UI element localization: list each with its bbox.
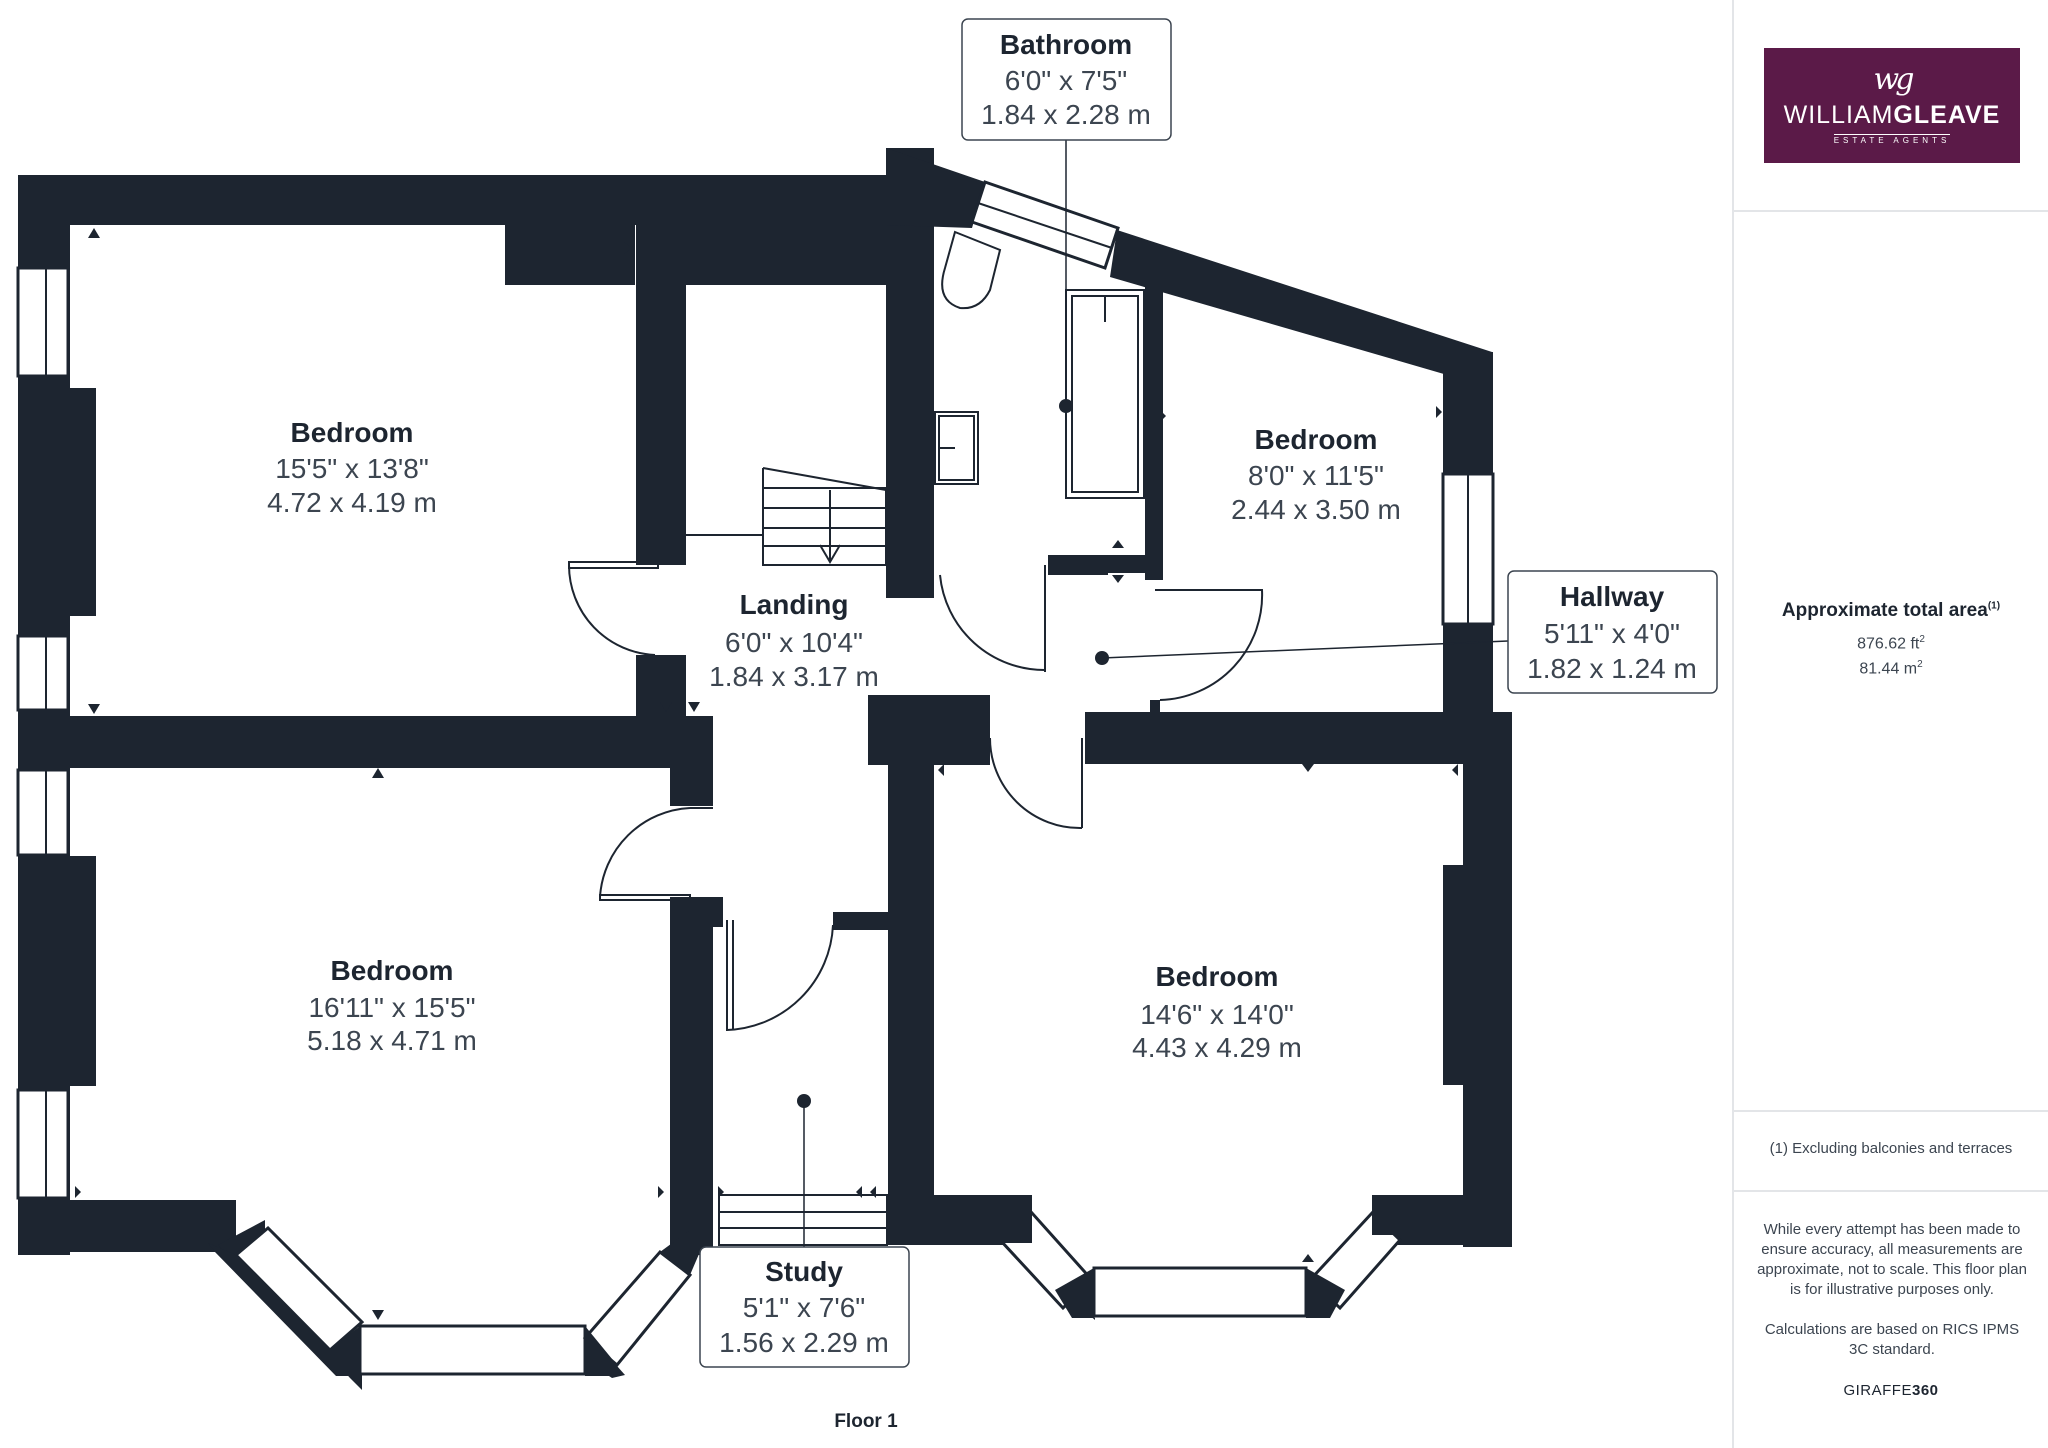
study-steps [718, 1194, 888, 1246]
room-name: Hallway [1560, 581, 1665, 612]
room-dim-imperial: 14'6" x 14'0" [1140, 999, 1294, 1030]
study-marker [797, 1094, 811, 1108]
floor-plan: Bedroom 15'5" x 13'8" 4.72 x 4.19 m Bath… [16, 18, 1718, 1432]
room-hallway: Hallway 5'11" x 4'0" 1.82 x 1.24 m [1527, 581, 1697, 684]
disclaimer: While every attempt has been made to ens… [1754, 1220, 2030, 1360]
study-label-box [699, 1246, 910, 1368]
room-dim-imperial: 5'11" x 4'0" [1544, 618, 1680, 649]
disclaimer-text: While every attempt has been made to ens… [1757, 1221, 2027, 1298]
room-name: Bathroom [1000, 29, 1132, 60]
hallway-label-box [1507, 570, 1718, 694]
room-dim-metric: 2.44 x 3.50 m [1231, 494, 1401, 525]
agency-logo: wg WILLIAMGLEAVE ESTATE AGENTS [1764, 48, 2020, 163]
total-area-ft: 876.62 ft2 [1857, 634, 1925, 653]
logo-name: WILLIAMGLEAVE [1783, 101, 2001, 129]
label-leaders [803, 140, 1509, 1247]
room-dim-metric: 1.82 x 1.24 m [1527, 653, 1697, 684]
panel-divider [1734, 1190, 2048, 1192]
total-area-m: 81.44 m2 [1859, 659, 1923, 678]
room-dim-imperial: 8'0" x 11'5" [1248, 460, 1384, 491]
room-name: Study [765, 1256, 843, 1287]
room-dim-imperial: 16'11" x 15'5" [308, 992, 475, 1023]
room-dim-imperial: 6'0" x 7'5" [1005, 65, 1127, 96]
left-windows [16, 266, 70, 1200]
info-panel: wg WILLIAMGLEAVE ESTATE AGENTS Approxima… [1732, 0, 2048, 1448]
room-bedroom-top-right: Bedroom 8'0" x 11'5" 2.44 x 3.50 m [1231, 424, 1401, 525]
room-study: Study 5'1" x 7'6" 1.56 x 2.29 m [719, 1256, 889, 1358]
bathroom-window [970, 180, 1120, 270]
panel-divider [1734, 210, 2048, 212]
footnote: (1) Excluding balconies and terraces [1769, 1140, 2013, 1157]
room-bedroom-bottom-left: Bedroom 16'11" x 15'5" 5.18 x 4.71 m [307, 955, 477, 1056]
floor-label: Floor 1 [834, 1411, 898, 1432]
bathroom-marker [1059, 399, 1073, 413]
bathroom-label-box [961, 18, 1172, 141]
hallway-marker [1095, 651, 1109, 665]
room-dim-metric: 4.72 x 4.19 m [267, 487, 437, 518]
room-dim-imperial: 5'1" x 7'6" [743, 1292, 865, 1323]
total-area: Approximate total area(1) 876.62 ft2 81.… [1734, 600, 2048, 679]
room-name: Bedroom [1255, 424, 1378, 455]
room-dim-imperial: 6'0" x 10'4" [725, 627, 863, 658]
staircase [686, 467, 887, 566]
room-bedroom-bottom-right: Bedroom 14'6" x 14'0" 4.43 x 4.29 m [1132, 961, 1302, 1063]
room-dim-metric: 5.18 x 4.71 m [307, 1025, 477, 1056]
room-dim-metric: 1.84 x 2.28 m [981, 99, 1151, 130]
right-window [1441, 472, 1495, 626]
room-dim-metric: 1.56 x 2.29 m [719, 1327, 889, 1358]
total-area-title: Approximate total area(1) [1781, 600, 2001, 621]
room-name: Landing [740, 589, 849, 620]
calculation-note: Calculations are based on RICS IPMS 3C s… [1764, 1321, 2020, 1358]
room-dim-metric: 1.84 x 3.17 m [709, 661, 879, 692]
panel-divider [1734, 1110, 2048, 1112]
room-bedroom-top-left: Bedroom 15'5" x 13'8" 4.72 x 4.19 m [267, 417, 437, 518]
bay-window-bottom-left [233, 1225, 693, 1376]
room-name: Bedroom [1156, 961, 1279, 992]
room-dim-imperial: 15'5" x 13'8" [275, 453, 429, 484]
room-name: Bedroom [291, 417, 414, 448]
logo-monogram: wg [1873, 62, 1915, 97]
room-landing: Landing 6'0" x 10'4" 1.84 x 3.17 m [709, 589, 879, 692]
room-bathroom: Bathroom 6'0" x 7'5" 1.84 x 2.28 m [981, 29, 1151, 130]
doors [567, 561, 1264, 1032]
logo-tagline: ESTATE AGENTS [1833, 134, 1951, 145]
dimension-markers [75, 228, 1458, 1320]
room-name: Bedroom [331, 955, 454, 986]
giraffe360-brand: GIRAFFE360 [1843, 1382, 1939, 1399]
room-dim-metric: 4.43 x 4.29 m [1132, 1032, 1302, 1063]
